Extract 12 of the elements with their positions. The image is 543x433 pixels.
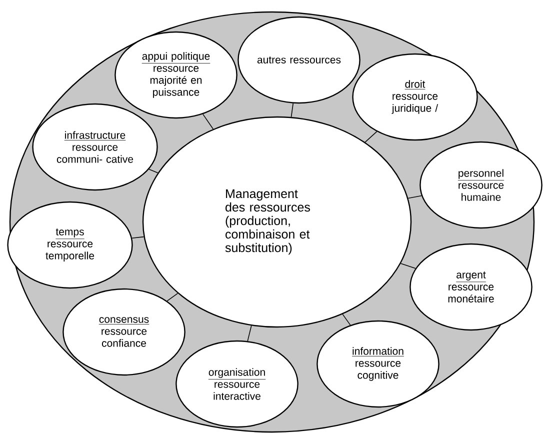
connector-line [148,168,158,174]
connector-line [342,314,351,326]
connector-line [132,236,144,238]
connector-line [364,131,378,143]
connector-line [247,325,252,342]
node-label: argent [456,272,486,281]
connector-line [400,263,416,269]
node-label: ressource monétaire [448,284,494,302]
connector-line [290,102,294,118]
connector-line [166,292,178,302]
connector-line [408,195,422,199]
connector-line [202,114,214,130]
